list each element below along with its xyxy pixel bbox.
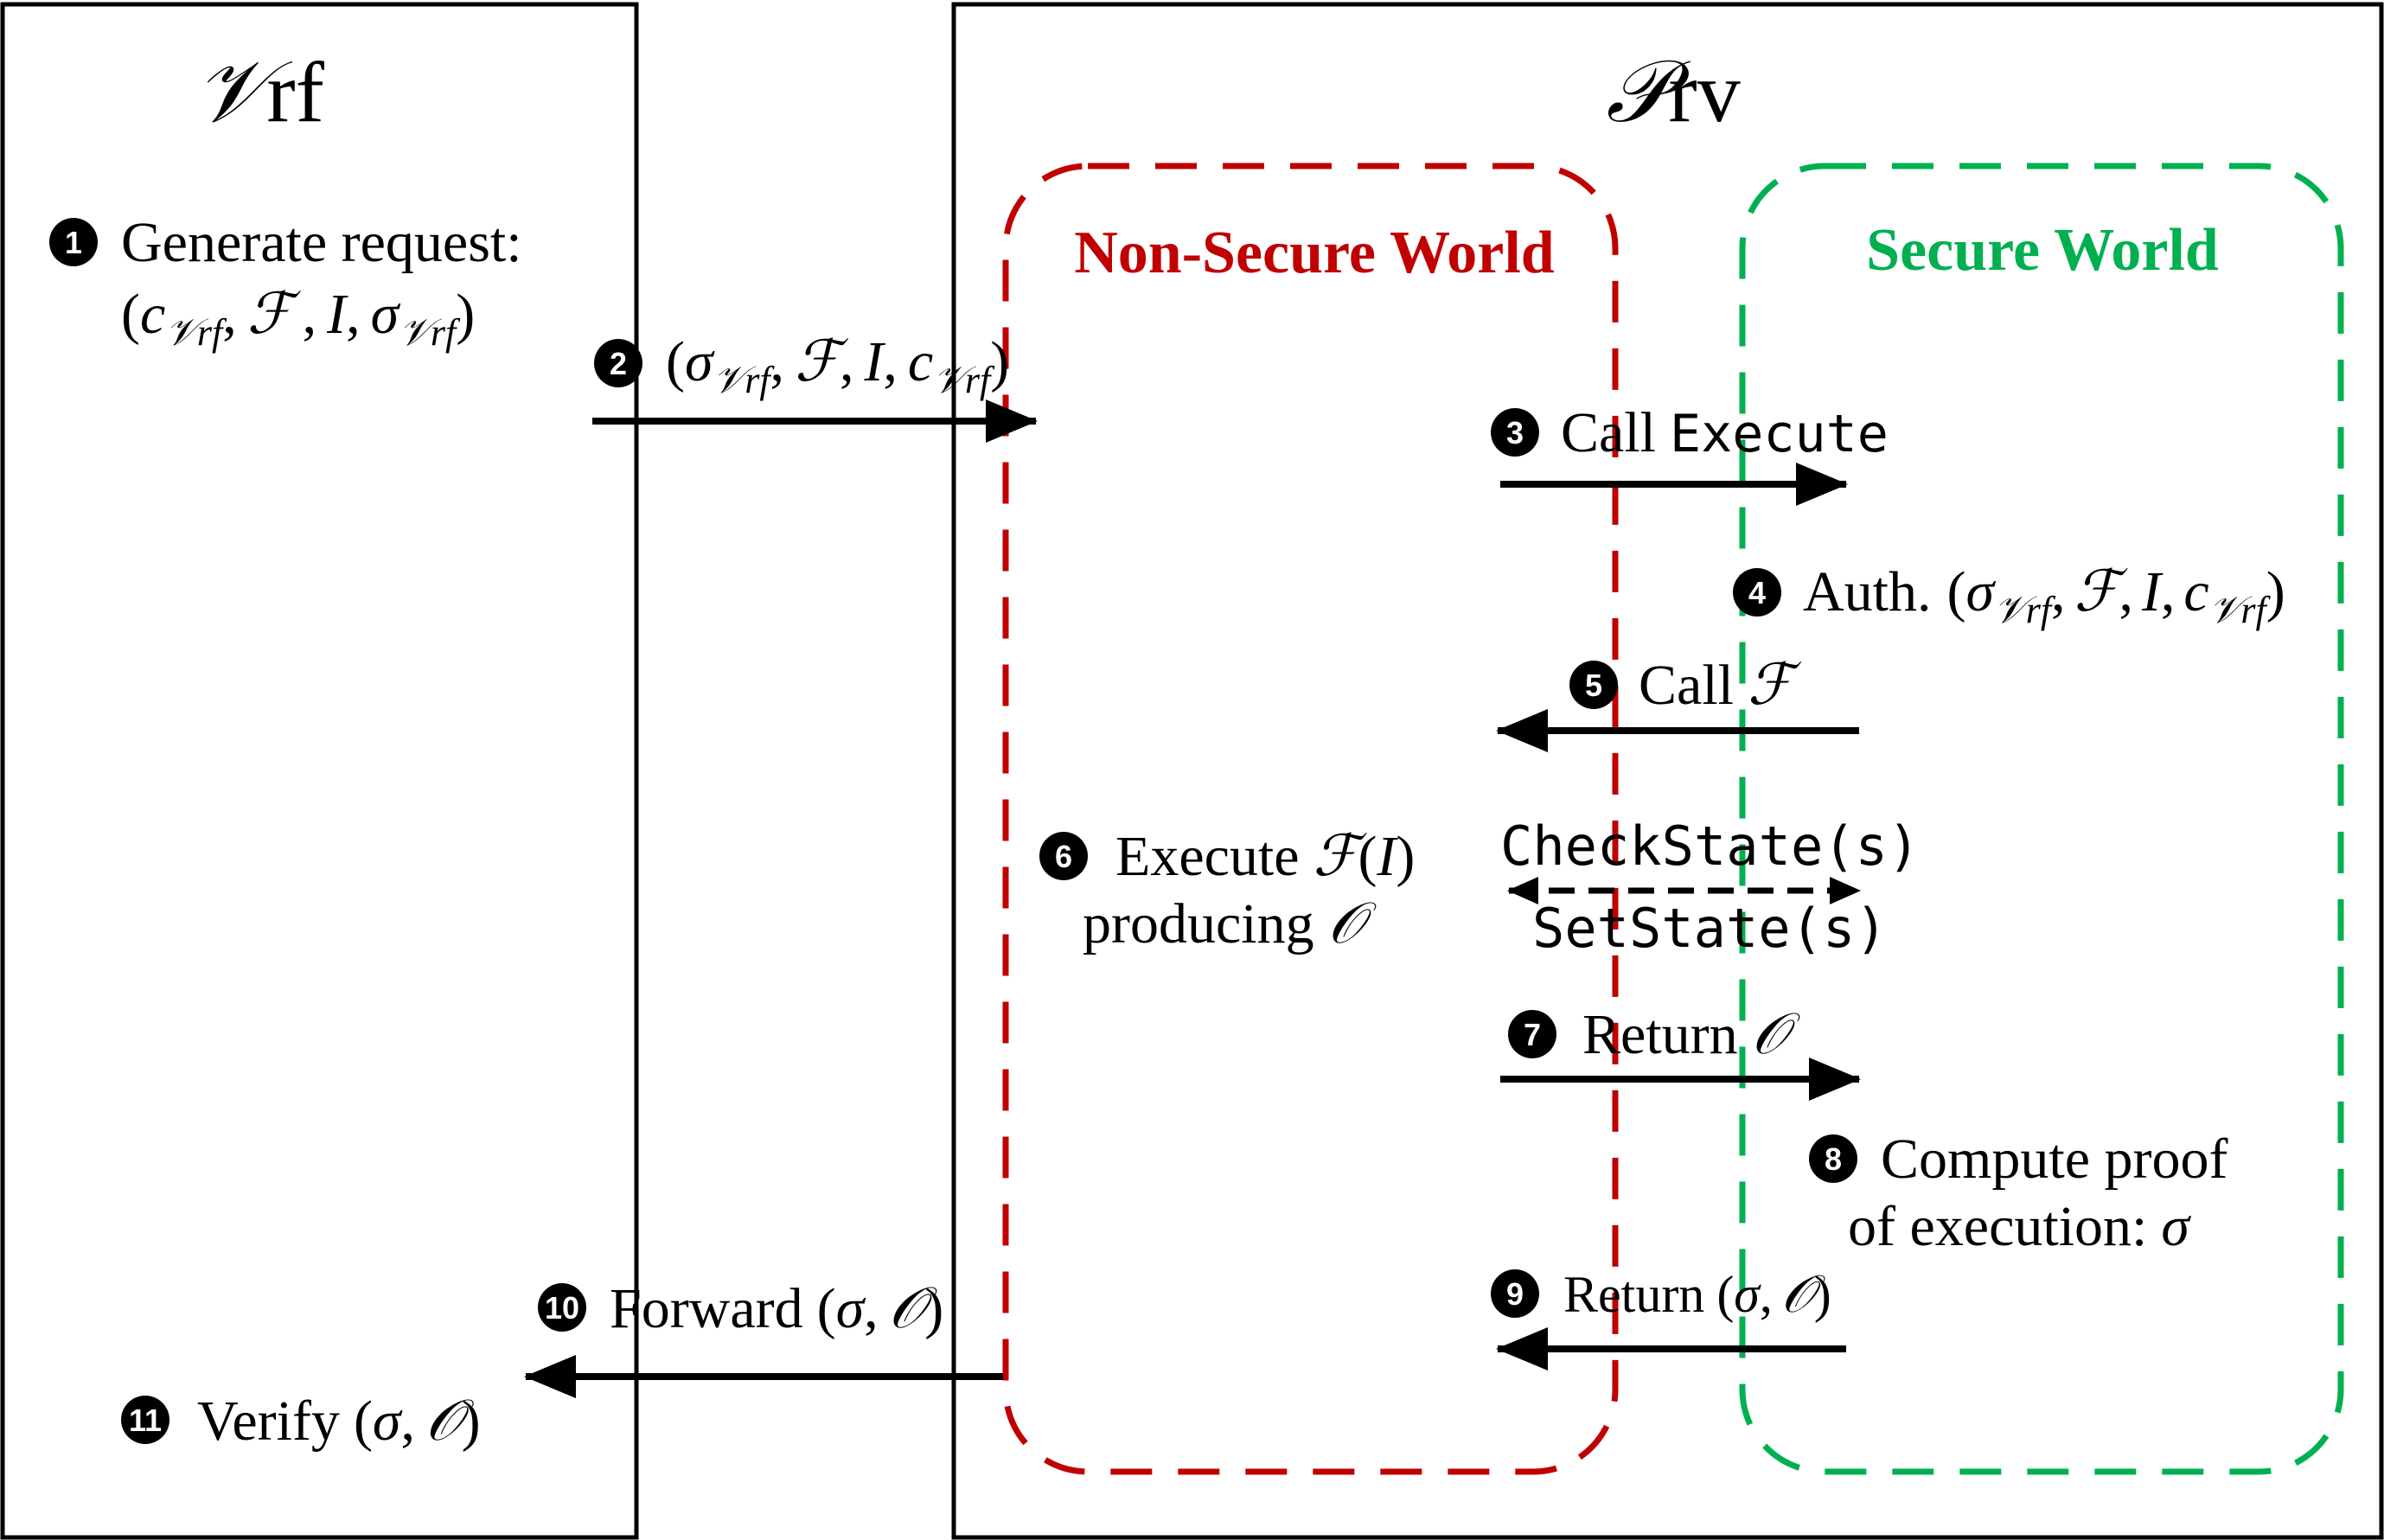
secure-world-label: Secure World [1866, 217, 2219, 284]
non-secure-world-region [1002, 163, 1619, 1475]
step-number-badge [1809, 1134, 1857, 1183]
step-number-badge [594, 339, 642, 387]
step-8-label: Compute proof [1881, 1128, 2227, 1191]
step-11-label: Verify(σ,𝒪) [197, 1390, 481, 1453]
step-9: 9 Return(σ,𝒪) [1491, 1266, 1846, 1371]
step-number: 9 [1506, 1276, 1524, 1312]
prover-box [951, 2, 2384, 1540]
step-4: 4 Auth.(σ𝒱rf,ℱ,I,c𝒱rf) [1733, 560, 2285, 631]
step-1-tuple: (c𝒱rf,ℱ,I,σ𝒱rf) [121, 283, 475, 354]
step-number: 8 [1825, 1141, 1842, 1177]
step-2: 2 (σ𝒱rf,ℱ,I,c𝒱rf) [592, 330, 1038, 443]
step-number-badge [121, 1396, 169, 1444]
step-10-label: Forward(σ,𝒪) [610, 1277, 943, 1340]
step-9-label: Return(σ,𝒪) [1563, 1266, 1831, 1323]
verifier-box [0, 2, 639, 1540]
step-10: 10 Forward(σ,𝒪) [524, 1277, 1003, 1398]
step-number: 4 [1748, 575, 1766, 610]
non-secure-world-label: Non-Secure World [1074, 220, 1555, 286]
step-number: 2 [610, 346, 627, 381]
set-state-call: SetState(s) [1532, 897, 1888, 960]
step-number-badge [1491, 408, 1539, 457]
check-state-call: CheckState(s) [1500, 815, 1920, 878]
secure-world-region [1739, 163, 2344, 1475]
step-number: 11 [129, 1403, 162, 1438]
step-number-badge [1508, 1010, 1556, 1058]
step-8: 8 Compute proof of execution:σ [1809, 1128, 2227, 1258]
step-number: 3 [1506, 415, 1524, 450]
step-1-label: Generate request: [121, 211, 522, 274]
verifier-title: 𝒱rf [195, 44, 325, 140]
step-number: 7 [1524, 1017, 1541, 1052]
step-number-badge [1569, 661, 1618, 709]
state-exchange: CheckState(s) SetState(s) [1500, 815, 1920, 960]
step-8-line2: of execution:σ [1848, 1195, 2191, 1258]
step-number: 10 [545, 1290, 579, 1326]
step-1: 1 Generate request: (c𝒱rf,ℱ,I,σ𝒱rf) [49, 211, 522, 354]
step-number: 6 [1055, 839, 1072, 874]
step-2-tuple: (σ𝒱rf,ℱ,I,c𝒱rf) [666, 330, 1009, 401]
step-number-badge [1733, 568, 1781, 617]
prover-title: 𝒫rv [1606, 44, 1740, 140]
step-number-badge [538, 1283, 586, 1332]
step-number-badge [1039, 832, 1088, 880]
step-11: 11 Verify(σ,𝒪) [121, 1390, 481, 1453]
step-number-badge [1491, 1269, 1539, 1318]
step-number: 5 [1585, 668, 1602, 703]
step-number: 1 [65, 225, 82, 260]
step-4-label: Auth.(σ𝒱rf,ℱ,I,c𝒱rf) [1803, 560, 2285, 631]
step-number-badge [49, 218, 98, 266]
